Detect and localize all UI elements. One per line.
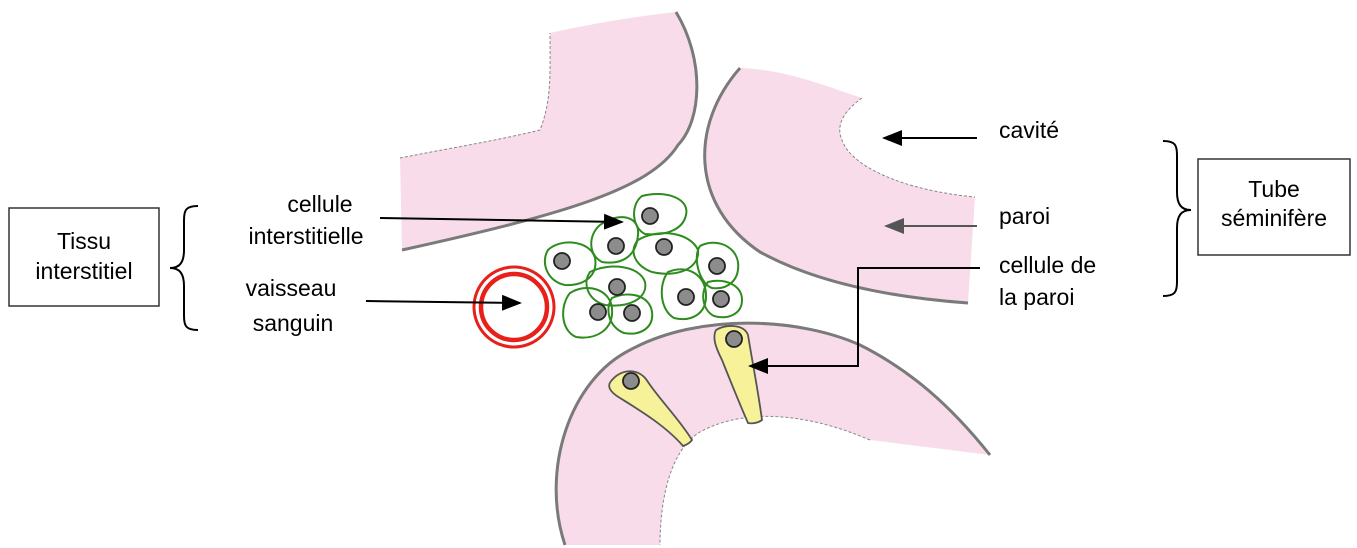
blood-vessel [474, 267, 554, 347]
nucleus [642, 208, 658, 224]
label-cellule-de-la-paroi-line2: la paroi [999, 284, 1074, 310]
label-cavite: cavité [999, 117, 1059, 143]
nucleus [609, 279, 625, 295]
nucleus [713, 291, 729, 307]
label-paroi: paroi [999, 203, 1050, 229]
tube-seminifere-line1: Tube [1248, 176, 1300, 202]
label-cellule-interstitielle-line2: interstitielle [248, 223, 363, 249]
nucleus [554, 253, 570, 269]
nucleus [590, 304, 606, 320]
interstitial-cell-nuclei [554, 208, 729, 321]
wall-cell-nucleus [726, 331, 742, 347]
left-brace [170, 206, 198, 330]
tissu-interstitiel-line2: interstitiel [35, 258, 132, 284]
tube-seminifere-line2: séminifère [1221, 205, 1327, 231]
label-vaisseau-sanguin-line2: sanguin [253, 310, 334, 336]
label-cellule-de-la-paroi-line1: cellule de [999, 252, 1096, 278]
tube-seminifere-box: Tube séminifère [1198, 159, 1350, 255]
nucleus [678, 289, 694, 305]
tissu-interstitiel-box: Tissu interstitiel [9, 208, 159, 306]
tissu-interstitiel-line1: Tissu [57, 228, 111, 254]
label-vaisseau-sanguin-line1: vaisseau [246, 275, 337, 301]
label-cellule-interstitielle-line1: cellule [287, 191, 352, 217]
nucleus [709, 258, 725, 274]
nucleus [624, 305, 640, 321]
nucleus [608, 238, 624, 254]
bottom-tubule [556, 323, 990, 545]
right-brace [1163, 141, 1191, 296]
wall-cell-nucleus [623, 373, 639, 389]
nucleus [656, 239, 672, 255]
